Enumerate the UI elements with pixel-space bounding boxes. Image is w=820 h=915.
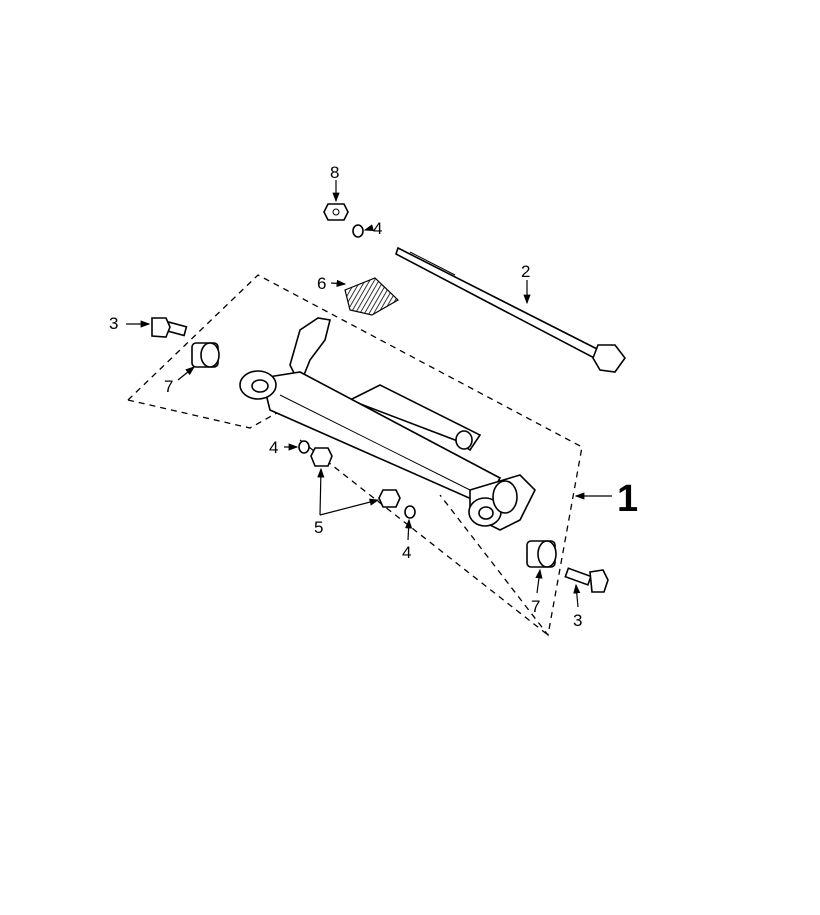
nut-right bbox=[378, 489, 401, 508]
callout-2: 2 bbox=[521, 262, 530, 281]
callout-4-left: 4 bbox=[269, 438, 278, 457]
assembly-outline-lower bbox=[299, 439, 549, 636]
callout-5: 5 bbox=[314, 518, 323, 537]
callout-4-top: 4 bbox=[373, 219, 382, 238]
nut-left bbox=[310, 447, 333, 467]
nut-top bbox=[323, 203, 349, 221]
bushing-right bbox=[526, 540, 557, 568]
bushing-left bbox=[191, 342, 220, 368]
bolt-left bbox=[151, 317, 188, 338]
long-bolt bbox=[395, 246, 626, 373]
bolt-right bbox=[564, 567, 609, 593]
callout-7-left: 7 bbox=[164, 377, 173, 396]
callout-3-right: 3 bbox=[573, 611, 582, 630]
washer-bottom bbox=[404, 505, 416, 519]
assembly-outline bbox=[127, 274, 583, 637]
pad bbox=[344, 277, 399, 316]
leader-arrows bbox=[126, 180, 612, 608]
callout-8: 8 bbox=[330, 163, 339, 182]
washer-left bbox=[298, 440, 310, 454]
callout-1: 1 bbox=[617, 478, 638, 520]
swing-arm bbox=[239, 317, 536, 531]
callout-3-left: 3 bbox=[109, 314, 118, 333]
washer-top bbox=[352, 224, 364, 238]
callout-4-bottom: 4 bbox=[402, 543, 411, 562]
callout-7-right: 7 bbox=[531, 597, 540, 616]
callout-6: 6 bbox=[317, 274, 326, 293]
